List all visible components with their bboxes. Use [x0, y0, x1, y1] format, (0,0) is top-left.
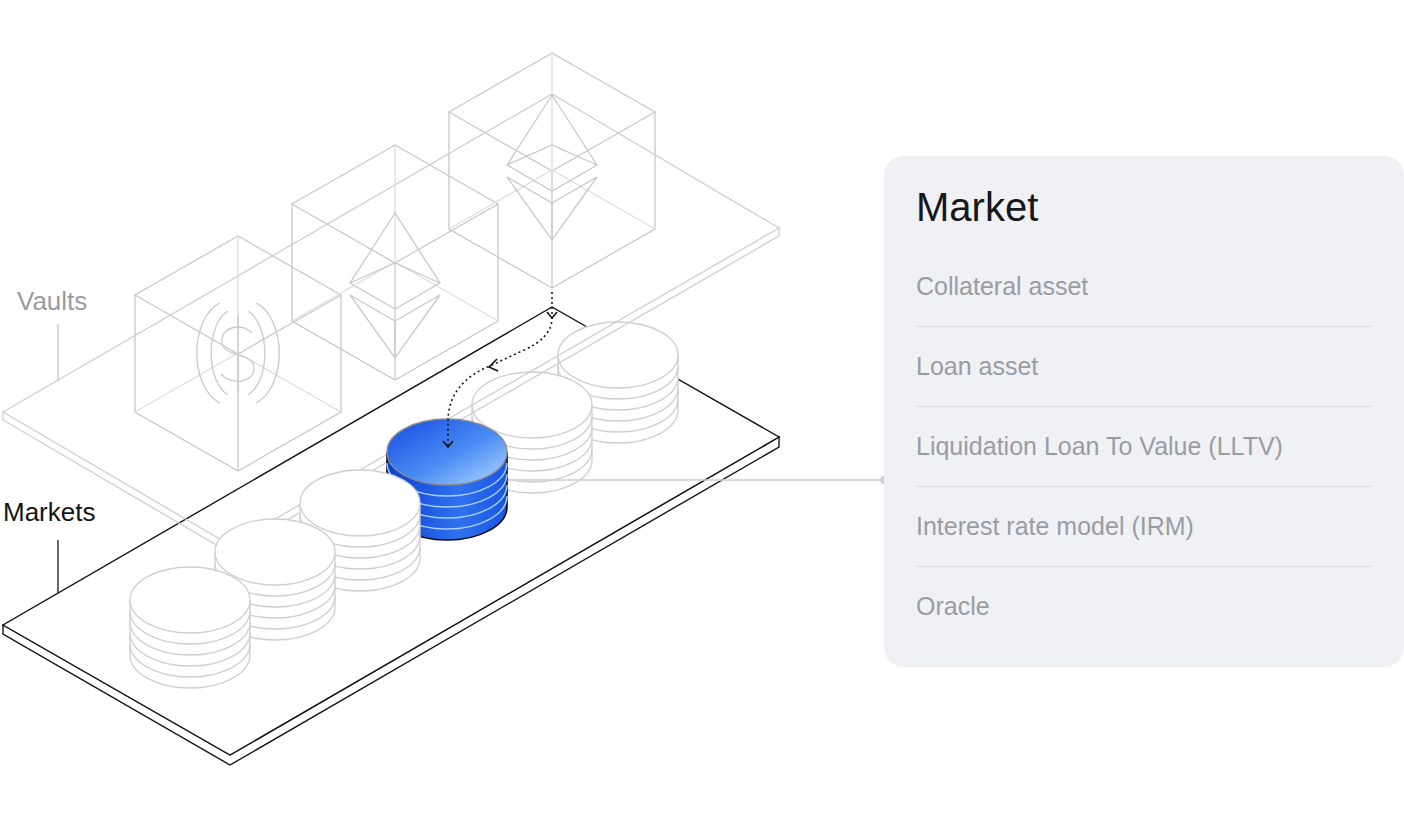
market-parameter: Liquidation Loan To Value (LLTV)	[916, 407, 1372, 487]
market-parameter: Loan asset	[916, 327, 1372, 407]
layer-label: Markets	[3, 497, 95, 528]
market-parameter: Collateral asset	[916, 247, 1372, 327]
markets-leader	[57, 540, 58, 593]
leader-line	[508, 476, 888, 484]
label-holder: Vaults	[17, 286, 87, 317]
eth-vault-cube	[449, 53, 655, 288]
usdc-vault-cube	[135, 236, 341, 471]
market-parameter: Interest rate model (IRM)	[916, 487, 1372, 567]
label-holder: Markets	[3, 497, 95, 528]
allocation-arrow	[443, 292, 557, 447]
market-parameter: Oracle	[916, 567, 1372, 647]
panel-heading: Market	[916, 156, 1372, 247]
markets-plate	[3, 307, 779, 765]
market-stack	[130, 567, 250, 688]
vaults-leader	[57, 324, 58, 380]
market-panel: MarketCollateral assetLoan assetLiquidat…	[884, 156, 1404, 667]
layer-label: Vaults	[17, 286, 87, 317]
eth-vault-cube	[292, 145, 498, 380]
